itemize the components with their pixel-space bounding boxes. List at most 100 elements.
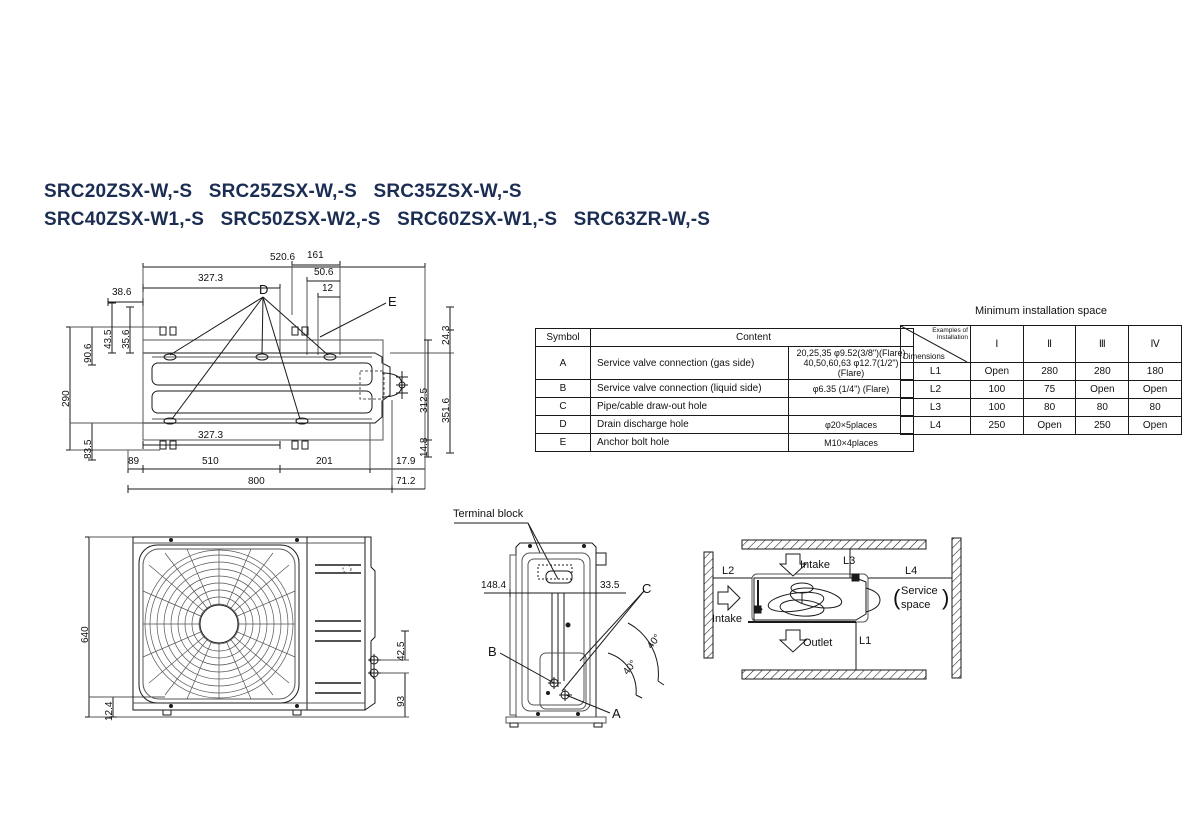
- space-cell: Open: [1022, 416, 1077, 435]
- space-table-row: L3 100 80 80 80: [900, 398, 1182, 417]
- symbol-cell: B: [535, 379, 591, 398]
- content-cell: Pipe/cable draw-out hole: [590, 397, 789, 416]
- dim-33-5: 33.5: [600, 580, 620, 591]
- value-line-2: 40,50,60,63 φ12.7(1/2")(Flare): [803, 358, 899, 378]
- dim-148-4: 148.4: [481, 580, 507, 591]
- symbol-cell: D: [535, 415, 591, 434]
- corner-examples-line-2: Installation: [936, 334, 968, 341]
- dim-50-6: 50.6: [314, 267, 334, 278]
- dim-93: 93: [396, 695, 407, 707]
- dim-89: 89: [128, 456, 140, 467]
- dim-43-5: 43.5: [103, 329, 114, 349]
- symbol-cell: A: [535, 346, 591, 380]
- symbol-table-row: D Drain discharge hole φ20×5places: [535, 415, 914, 434]
- callout-c-label: C: [642, 581, 652, 596]
- symbol-table-header-content: Content: [590, 328, 914, 347]
- label-intake-top: Intake: [800, 559, 830, 571]
- dim-24-3: 24.3: [441, 325, 452, 345]
- space-cell: Open: [1128, 416, 1182, 435]
- dim-42-5: 42.5: [396, 641, 407, 661]
- corner-dimensions-label: Dimensions: [903, 352, 945, 361]
- space-cell: 280: [1022, 362, 1077, 381]
- space-table-col-header: Ⅲ: [1075, 325, 1130, 363]
- dim-12-4: 12.4: [104, 701, 115, 721]
- dim-327-3-bottom: 327.3: [198, 430, 224, 441]
- installation-space-diagram: L2 L3 L1 L4 Intake Intake Outlet ( Servi…: [690, 530, 965, 710]
- dim-35-6: 35.6: [121, 329, 132, 349]
- dim-90-6: 90.6: [83, 343, 94, 363]
- dim-327-3-top: 327.3: [198, 273, 224, 284]
- install-diagram-geometry: [703, 537, 962, 680]
- front-view-drawing: 640 12.4 42.5 93: [75, 525, 435, 740]
- symbol-table-row: A Service valve connection (gas side) 20…: [535, 346, 914, 380]
- space-row-label: L4: [900, 416, 971, 435]
- side-view-geometry: [454, 522, 665, 728]
- space-cell: 280: [1075, 362, 1130, 381]
- label-service-space-line-2: space: [901, 599, 931, 611]
- space-table-col-header: Ⅳ: [1128, 325, 1182, 363]
- dim-38-6: 38.6: [112, 287, 132, 298]
- content-cell: Service valve connection (gas side): [590, 346, 789, 380]
- corner-examples-label: Examples of Installation: [932, 327, 968, 341]
- space-cell: 100: [969, 380, 1024, 399]
- space-table-title: Minimum installation space: [974, 305, 1108, 317]
- symbol-table-row: E Anchor bolt hole M10×4places: [535, 433, 914, 452]
- callout-d-label: D: [259, 282, 269, 297]
- dim-510: 510: [202, 456, 219, 467]
- label-service-space-paren-right: ): [942, 585, 950, 610]
- content-cell: Anchor bolt hole: [590, 433, 789, 452]
- label-outlet: Outlet: [803, 637, 833, 649]
- value-cell: 20,25,35 φ9.52(3/8")(Flare) 40,50,60,63 …: [788, 346, 914, 380]
- top-view-drawing: 520.6 327.3 38.6 43.5 35.6 90.6 290 161 …: [30, 245, 500, 510]
- dim-201: 201: [316, 456, 333, 467]
- space-row-label: L2: [900, 380, 971, 399]
- dim-83-5: 83.5: [83, 439, 94, 459]
- dim-71-2: 71.2: [396, 476, 416, 487]
- space-table-row: L1 Open 280 280 180: [900, 362, 1182, 381]
- value-cell: φ6.35 (1/4") (Flare): [788, 379, 914, 398]
- space-cell: 100: [969, 398, 1024, 417]
- space-table-header-row: Examples of Installation Dimensions Ⅰ Ⅱ …: [900, 325, 1182, 363]
- content-cell: Drain discharge hole: [590, 415, 789, 434]
- space-cell: 250: [969, 416, 1024, 435]
- space-cell: 80: [1022, 398, 1077, 417]
- dim-14-8: 14.8: [419, 437, 430, 457]
- value-cell: [788, 397, 914, 416]
- space-table-corner-cell: Examples of Installation Dimensions: [900, 325, 971, 363]
- dim-290: 290: [61, 390, 72, 407]
- space-table-row: L4 250 Open 250 Open: [900, 416, 1182, 435]
- model-list-line-1: SRC20ZSX-W,-S SRC25ZSX-W,-S SRC35ZSX-W,-…: [44, 181, 522, 202]
- symbol-cell: E: [535, 433, 591, 452]
- space-cell: 180: [1128, 362, 1182, 381]
- space-table-col-header: Ⅱ: [1022, 325, 1077, 363]
- space-cell: Open: [969, 362, 1024, 381]
- dim-520-6: 520.6: [270, 252, 296, 263]
- symbol-table-row: C Pipe/cable draw-out hole: [535, 397, 914, 416]
- content-cell: Service valve connection (liquid side): [590, 379, 789, 398]
- side-view-drawing: Terminal block 148.4 33.5 B A C 40° 40°: [450, 505, 680, 740]
- space-row-label: L1: [900, 362, 971, 381]
- value-line-1: 20,25,35 φ9.52(3/8")(Flare): [796, 348, 906, 358]
- space-cell: Open: [1075, 380, 1130, 399]
- value-cell: φ20×5places: [788, 415, 914, 434]
- callout-b-label: B: [488, 644, 497, 659]
- space-row-label: L3: [900, 398, 971, 417]
- label-l1: L1: [859, 635, 872, 647]
- label-l2: L2: [722, 565, 735, 577]
- label-l3: L3: [843, 555, 856, 567]
- dim-17-9: 17.9: [396, 456, 416, 467]
- page-title: SRC20ZSX-W,-S SRC25ZSX-W,-S SRC35ZSX-W,-…: [44, 178, 944, 234]
- callout-e-label: E: [388, 294, 397, 309]
- label-l4: L4: [905, 565, 918, 577]
- symbol-table-header-symbol: Symbol: [535, 328, 591, 347]
- dim-312-5: 312.5: [419, 387, 430, 413]
- corner-examples-line-1: Examples of: [932, 327, 968, 334]
- space-table-row: L2 100 75 Open Open: [900, 380, 1182, 399]
- label-service-space-paren-left: (: [893, 585, 901, 610]
- dim-640: 640: [80, 626, 91, 643]
- dim-161: 161: [307, 250, 324, 261]
- callout-a-label: A: [612, 706, 621, 721]
- space-cell: Open: [1128, 380, 1182, 399]
- value-cell: M10×4places: [788, 433, 914, 452]
- dim-351-6: 351.6: [441, 397, 452, 423]
